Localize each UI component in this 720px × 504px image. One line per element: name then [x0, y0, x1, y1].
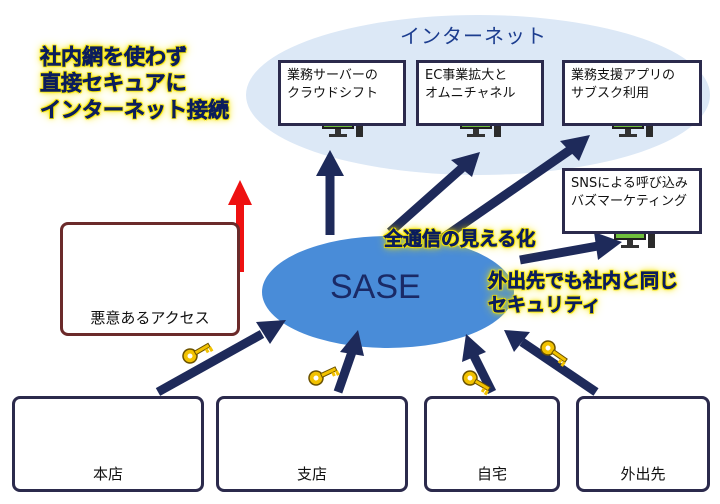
location-label: 本店 [92, 465, 123, 483]
sase-label: SASE [330, 268, 421, 306]
service-line: オムニチャネル [425, 85, 516, 101]
callout-line: 直接セキュアに [40, 71, 187, 96]
callout-line: 外出先でも社内と同じ [488, 270, 679, 293]
service-line: サブスク利用 [571, 85, 650, 101]
location-box-outside: 外出先 [576, 396, 710, 492]
security-callout: 外出先でも社内と同じ セキュリティ [488, 270, 679, 318]
location-label: 外出先 [620, 465, 666, 483]
service-line: SNSによる呼び込み [571, 176, 688, 191]
callout-line: セキュリティ [488, 293, 601, 316]
location-box-branch: 支店 [216, 396, 408, 492]
service-line: EC事業拡大と [425, 68, 508, 83]
callout-line: インターネット接続 [40, 97, 230, 122]
key-icon [305, 361, 341, 389]
service-line: 業務サーバーの [287, 68, 378, 83]
location-box-head-office: 本店 [12, 396, 204, 492]
location-arrows [155, 320, 599, 396]
location-box-home: 自宅 [424, 396, 560, 492]
direct-connection-callout: 社内網を使わず 直接セキュアに インターネット接続 [40, 44, 230, 123]
malicious-access-box: 悪意あるアクセス [60, 222, 240, 336]
service-line: クラウドシフト [287, 85, 379, 101]
callout-line: 社内網を使わず [40, 45, 188, 70]
service-line: 業務支援アプリの [571, 68, 676, 83]
sase-ellipse [262, 236, 514, 348]
service-box-sns-marketing: SNSによる呼び込み バズマーケティング [562, 168, 702, 234]
service-box-ec-omnichannel: EC事業拡大と オムニチャネル [416, 60, 544, 126]
location-label: 支店 [296, 465, 327, 483]
malicious-access-label: 悪意あるアクセス [90, 309, 210, 327]
service-box-subscription-apps: 業務支援アプリの サブスク利用 [562, 60, 702, 126]
callout-line: 全通信の見える化 [384, 228, 536, 251]
location-label: 自宅 [476, 465, 507, 483]
service-box-cloud-shift: 業務サーバーの クラウドシフト [278, 60, 406, 126]
internet-title: インターネット [400, 24, 547, 48]
service-line: バズマーケティング [571, 193, 687, 209]
visibility-callout: 全通信の見える化 [384, 228, 536, 252]
service-arrows [316, 135, 622, 265]
